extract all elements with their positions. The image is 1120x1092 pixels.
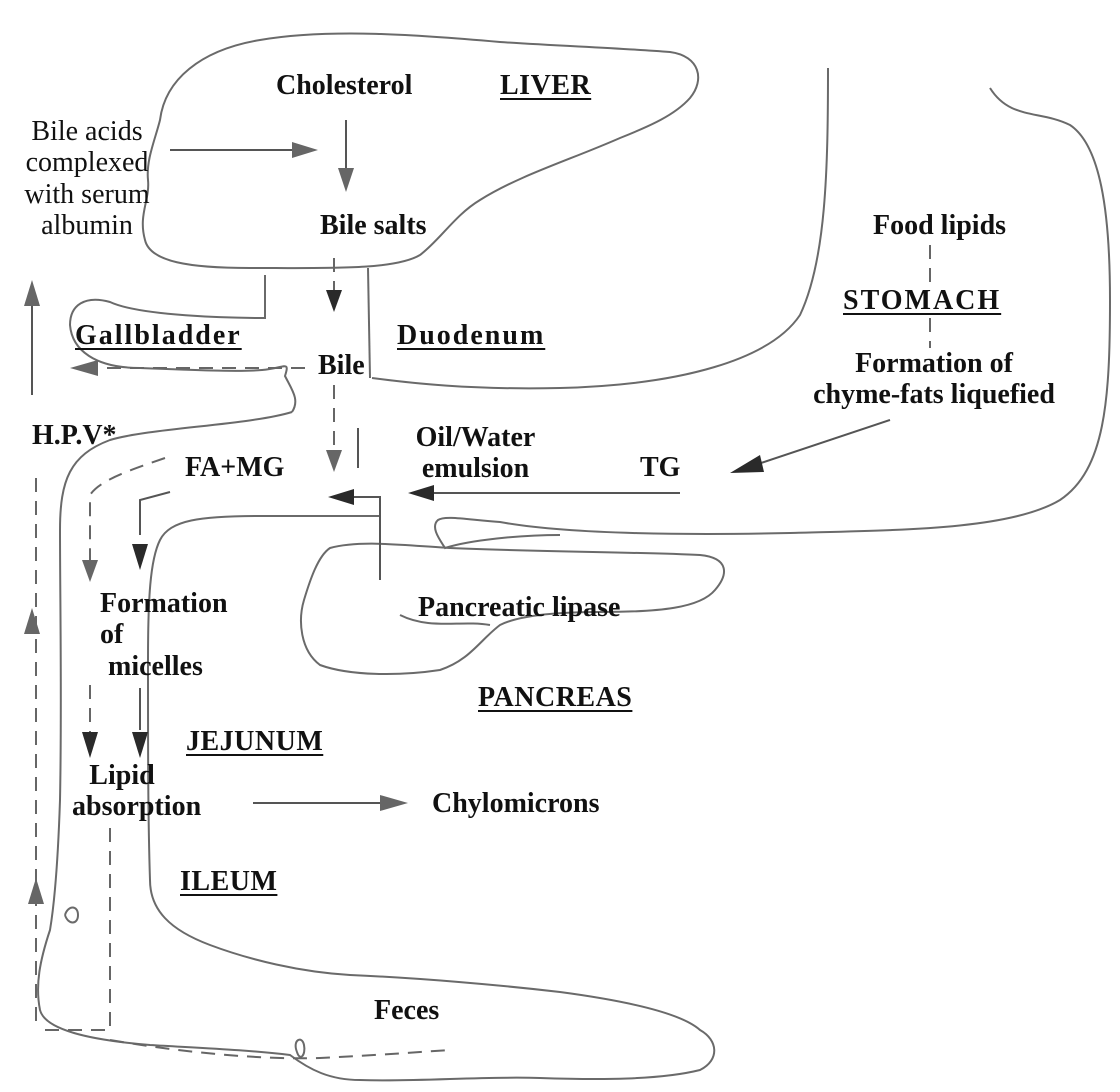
oil-water-line-1: Oil/Water [408,422,543,453]
hpv-label: H.P.V* [32,420,117,451]
bile-to-gallbladder-arrowhead [70,360,98,376]
lipase-to-fa-mg-arrowhead [328,489,354,505]
bile-acids-line-4: albumin [12,210,162,241]
fa-mg-dashed-branch-arrowhead [82,560,98,582]
absorption-to-chylomicrons-arrowhead [380,795,408,811]
duodenum-label: Duodenum [397,320,545,351]
hpv-up-arrowhead-middle [24,608,40,634]
micelles-to-absorption-arrowhead [132,732,148,758]
bile-acids-line-3: with serum [12,179,162,210]
feces-dashed-line [110,1040,450,1058]
duodenum-inner-line [368,268,370,378]
formation-chyme-line-1: Formation of [784,348,1084,379]
gallbladder-label: Gallbladder [75,320,242,351]
formation-chyme-label: Formation of chyme-fats liquefied [784,348,1084,411]
feces-label: Feces [374,995,439,1026]
formation-micelles-line-2: of [100,619,228,650]
bile-acids-line-1: Bile acids [12,116,162,147]
chyme-to-tg-arrow [758,420,890,464]
bile-acids-label: Bile acids complexed with serum albumin [12,116,162,241]
hpv-up-arrowhead-bottom [28,878,44,904]
bile-salts-label: Bile salts [320,210,427,241]
tg-label: TG [640,452,680,483]
fa-mg-to-micelles-arrow [140,492,170,535]
lipid-absorption-label: Lipid absorption [72,760,172,823]
ileum-label: ILEUM [180,866,277,897]
bile-acids-to-liver-arrowhead [292,142,318,158]
hpv-up-arrowhead-top [24,280,40,306]
bile-acids-line-2: complexed [12,147,162,178]
formation-micelles-line-1: Formation [100,588,228,619]
oil-water-emulsion-label: Oil/Water emulsion [408,422,543,485]
chyme-to-tg-arrowhead [730,455,764,473]
colon-loop [296,1040,305,1057]
lipid-absorption-line-2: absorption [72,791,172,822]
cholesterol-to-bile-salts-arrowhead [338,168,354,192]
formation-chyme-line-2: chyme-fats liquefied [784,379,1084,410]
bile-to-fa-mg-arrowhead [326,450,342,472]
micelles-dashed-left-arrowhead [82,732,98,758]
food-lipids-label: Food lipids [873,210,1006,241]
tg-to-emulsion-arrowhead [408,485,434,501]
ileum-loop [65,908,78,923]
bile-label: Bile [318,350,365,381]
chylomicrons-label: Chylomicrons [432,788,600,819]
pancreatic-lipase-label: Pancreatic lipase [418,592,620,623]
fa-mg-to-micelles-arrowhead [132,544,148,570]
formation-micelles-label: Formation of micelles [100,588,228,682]
bile-salts-to-bile-arrowhead [326,290,342,312]
lipase-to-fa-mg-arrow [350,497,380,580]
liver-label: LIVER [500,70,591,101]
cholesterol-label: Cholesterol [276,70,412,101]
fa-mg-dashed-branch [90,458,165,560]
oil-water-line-2: emulsion [408,453,543,484]
pancreas-label: PANCREAS [478,682,632,713]
jejunum-label: JEJUNUM [186,726,323,757]
stomach-label: STOMACH [843,285,1001,316]
lipid-absorption-line-1: Lipid [72,760,172,791]
formation-micelles-line-3: micelles [100,651,228,682]
fa-mg-label: FA+MG [185,452,284,483]
